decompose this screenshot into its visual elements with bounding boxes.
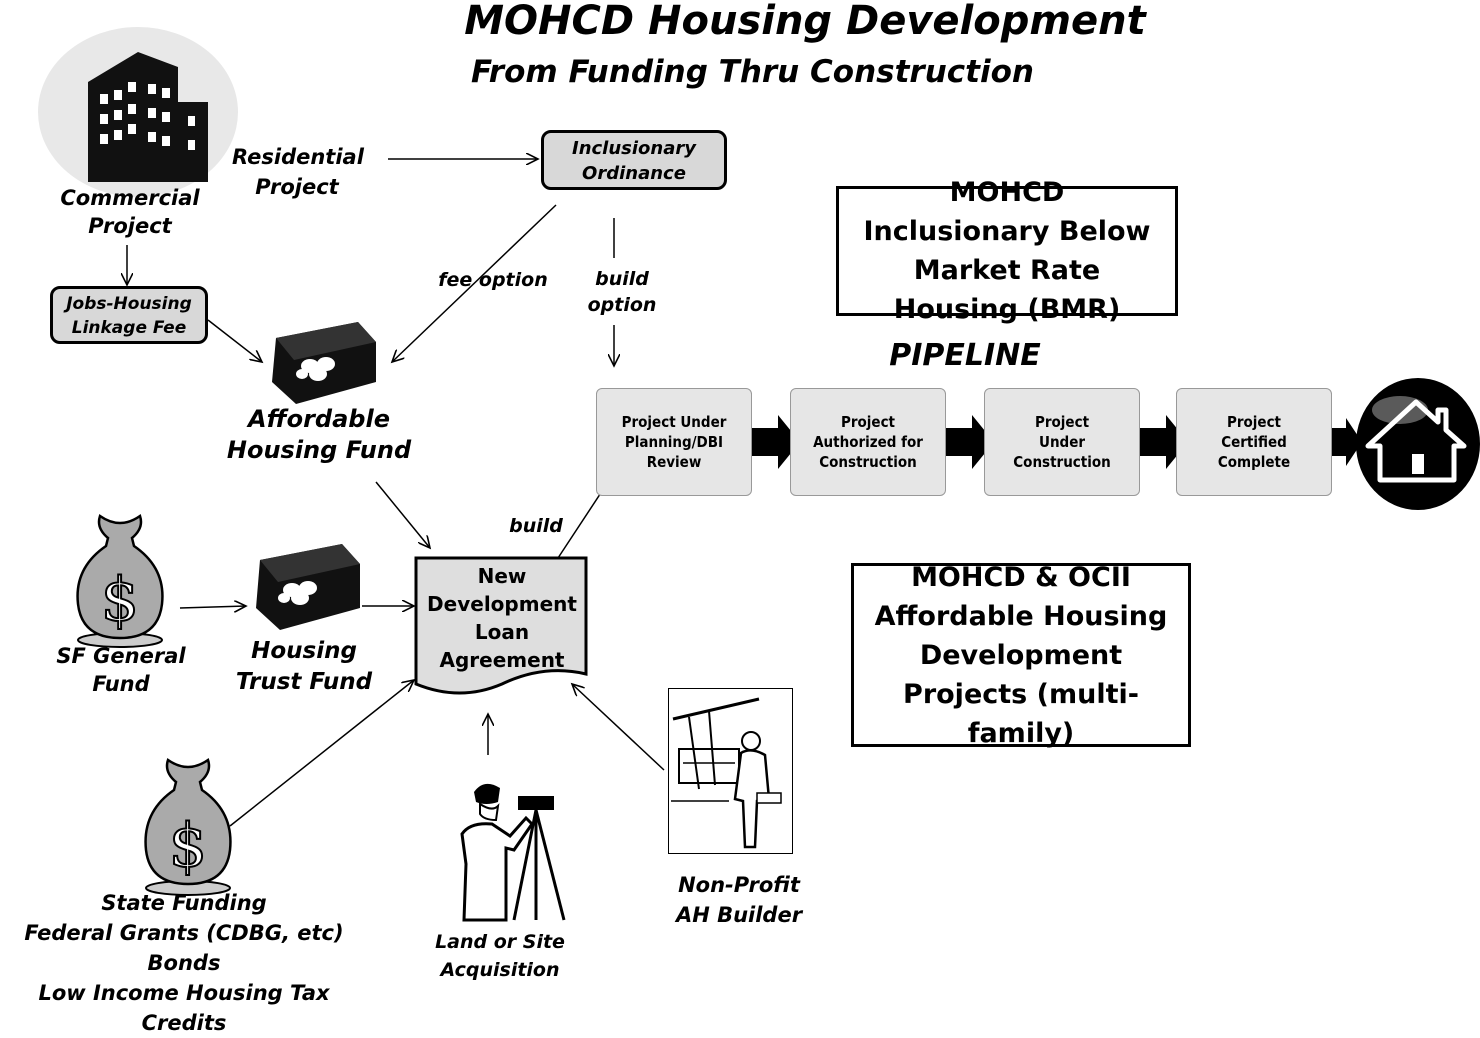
pipeline-arrow-4	[1330, 418, 1362, 466]
stage-label: Project Authorized for Construction	[813, 413, 923, 471]
fee-option-label: fee option	[438, 269, 548, 291]
housing-trust-fund-label: Housing Trust Fund	[235, 638, 373, 695]
cash-box-icon	[256, 544, 360, 630]
commercial-project-label: Commercial Project	[60, 186, 200, 238]
ocii-label: MOHCD & OCII Affordable Housing Developm…	[874, 561, 1168, 749]
stage-certified-complete: Project Certified Complete	[1176, 388, 1332, 496]
sf-general-fund-label: SF General Fund	[56, 644, 186, 696]
bonds-label: Bonds	[147, 951, 221, 975]
arrow-ahf-to-loan	[375, 481, 430, 548]
cash-box-icon	[272, 322, 376, 404]
build-label: build	[509, 515, 563, 537]
arrow-state-to-loan	[229, 680, 414, 827]
stage-label: Project Under Planning/DBI Review	[621, 413, 727, 471]
state-funding-label: State Funding	[101, 891, 267, 915]
money-bag-icon: $	[144, 758, 232, 896]
money-bag-icon: $	[76, 514, 164, 648]
builder-image	[668, 688, 793, 854]
building-icon	[38, 27, 238, 197]
arrow-general-fund-to-trust	[179, 606, 246, 608]
pipeline-label: PIPELINE	[889, 338, 1041, 373]
surveyor-icon	[460, 783, 566, 922]
inclusionary-ordinance-box: Inclusionary Ordinance	[541, 130, 727, 190]
arrow-linkage-to-ahf	[207, 319, 262, 362]
stage-planning-review: Project Under Planning/DBI Review	[596, 388, 752, 496]
pipeline-arrow-1	[752, 415, 800, 469]
affordable-housing-fund-label: Affordable Housing Fund	[226, 405, 412, 464]
loan-agreement-label: New Development Loan Agreement	[427, 564, 577, 672]
non-profit-builder-label: Non-Profit AH Builder	[675, 873, 803, 927]
stage-under-construction: Project Under Construction	[984, 388, 1140, 496]
inclusionary-ordinance-label: Inclusionary Ordinance	[572, 138, 696, 184]
bmr-label: MOHCD Inclusionary Below Market Rate Hou…	[863, 177, 1151, 325]
lihtc-label: Low Income Housing Tax Credits	[38, 981, 330, 1035]
jobs-housing-linkage-fee-label: Jobs-Housing Linkage Fee	[66, 294, 192, 338]
federal-grants-label: Federal Grants (CDBG, etc)	[24, 921, 344, 945]
state-funding-sources: State Funding Federal Grants (CDBG, etc)…	[0, 888, 368, 1038]
stage-authorized: Project Authorized for Construction	[790, 388, 946, 496]
stage-label: Project Certified Complete	[1217, 413, 1291, 471]
stage-label: Project Under Construction	[1013, 413, 1111, 471]
land-acquisition-label: Land or Site Acquisition	[435, 931, 565, 981]
document-shape	[414, 556, 588, 695]
residential-project-label: Residential Project	[232, 145, 364, 199]
build-option-label: build option	[587, 268, 657, 316]
bmr-box: MOHCD Inclusionary Below Market Rate Hou…	[836, 177, 1178, 325]
jobs-housing-linkage-fee-box: Jobs-Housing Linkage Fee	[50, 286, 208, 344]
arrow-builder-to-loan	[572, 684, 665, 771]
svg-text:$: $	[169, 811, 207, 881]
ocii-box: MOHCD & OCII Affordable Housing Developm…	[851, 562, 1191, 749]
diagram-title: MOHCD Housing Development	[464, 0, 1146, 44]
diagram-subtitle: From Funding Thru Construction	[471, 54, 1034, 90]
arrow-ordinance-fee-option	[392, 204, 557, 362]
house-icon	[1356, 378, 1480, 510]
construction-worker-icon	[671, 697, 782, 849]
svg-text:$: $	[101, 565, 139, 635]
pipeline-arrow-2	[946, 415, 994, 469]
